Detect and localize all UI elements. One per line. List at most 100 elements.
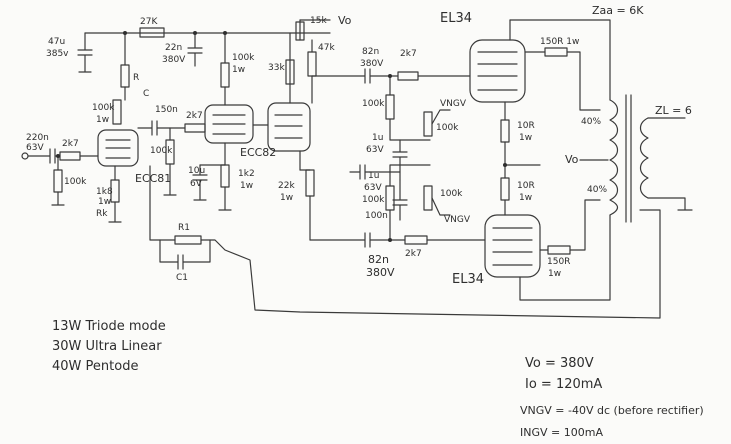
tube-ecc82-b <box>267 102 311 152</box>
label-63v: 63V <box>26 143 44 153</box>
wire-primary-bot <box>519 214 611 301</box>
label-6v: 6V <box>190 179 203 189</box>
capacitor-47u <box>77 32 93 73</box>
note-pentode: 40W Pentode <box>52 359 138 374</box>
label-tap40: 40% <box>581 117 601 127</box>
capacitor-100n <box>392 179 408 221</box>
label-rk: Rk <box>96 209 108 219</box>
label-100k-grid: 100k <box>64 177 87 187</box>
transformer-secondary <box>639 117 649 199</box>
label-1w-e: 1w <box>519 133 532 143</box>
label-1w-b: 1w <box>96 115 109 125</box>
resistor-2k7-bot <box>404 235 428 245</box>
notes: 13W Triode mode 30W Ultra Linear 40W Pen… <box>52 319 704 439</box>
resistor-15k <box>295 21 305 41</box>
capacitor-22n <box>187 32 203 67</box>
label-10r-top: 10R <box>517 121 535 131</box>
capacitor-82n-top <box>311 68 399 84</box>
wire-secondary <box>647 117 693 211</box>
tube-ecc82-a <box>204 104 254 144</box>
label-el34-bot: EL34 <box>452 272 484 287</box>
label-100k-d: 100k <box>440 189 463 199</box>
note-ultralinear: 30W Ultra Linear <box>52 339 162 354</box>
label-2k7-bot: 2k7 <box>405 249 422 259</box>
tube-el34-bot <box>484 214 541 278</box>
pot-100k-bot <box>423 185 433 211</box>
label-380v-c: 380V <box>366 266 395 279</box>
wire-bias-b <box>389 118 431 141</box>
label-R: R <box>133 73 139 83</box>
label-1k8: 1k8 <box>96 187 113 197</box>
label-220n: 220n <box>26 133 49 143</box>
label-1w-a: 1w <box>232 65 245 75</box>
label-385v: 385v <box>46 49 69 59</box>
label-1u: 1u <box>372 133 383 143</box>
capacitor-150n <box>137 120 186 136</box>
resistor-R1 <box>174 235 202 245</box>
note-vneg: VNGV = -40V dc (before rectifier) <box>520 404 704 417</box>
label-10r-bot: 10R <box>517 181 535 191</box>
junction <box>388 238 392 242</box>
label-33k: 33k <box>268 63 285 73</box>
label-150n: 150n <box>155 105 178 115</box>
junction <box>56 154 60 158</box>
label-100k-anode: 100k <box>92 103 115 113</box>
tube-el34-top <box>469 39 526 103</box>
capacitor-1u-b <box>349 164 401 180</box>
resistor-2k7-top <box>397 71 419 81</box>
label-27k-top: 27K <box>140 17 158 27</box>
resistor-27k-top <box>139 27 165 38</box>
label-22k: 22k <box>278 181 295 191</box>
input-terminal[interactable] <box>21 152 29 160</box>
label-15k: 15k <box>310 16 327 26</box>
transformer-primary <box>609 99 619 216</box>
label-2k7-input: 2k7 <box>62 139 79 149</box>
wire-bias-d <box>389 164 431 187</box>
wire-cathode-junction <box>504 141 541 166</box>
label-63v-c: 63V <box>364 183 382 193</box>
label-100k-mid: 100k <box>150 146 173 156</box>
capacitor-10u <box>192 164 208 201</box>
tube-ecc81-elements <box>105 139 131 159</box>
tube-ecc81 <box>97 129 139 167</box>
label-C: C <box>143 89 149 99</box>
capacitor-220n <box>27 148 61 164</box>
capacitor-1u-bias <box>392 139 408 181</box>
label-1k2: 1k2 <box>238 169 255 179</box>
label-2k7-top: 2k7 <box>400 49 417 59</box>
resistor-100k-anode <box>112 99 122 125</box>
label-100k-pot: 100k <box>436 123 459 133</box>
wiring <box>21 19 693 319</box>
resistor-100k-grid <box>53 169 63 193</box>
resistor-2k7-mid <box>184 123 206 133</box>
label-vo-mid: Vo <box>565 153 579 166</box>
note-io: Io = 120mA <box>525 377 602 392</box>
ground-grid <box>51 191 65 206</box>
resistor-10r-bot <box>500 177 510 201</box>
label-47k: 47k <box>318 43 335 53</box>
label-vneg-bot: VNGV <box>444 215 471 225</box>
label-1w-g: 1w <box>98 197 111 207</box>
wire-primary-top <box>509 19 611 101</box>
label-R1: R1 <box>178 223 190 233</box>
label-1w-d: 1w <box>280 193 293 203</box>
label-100k-ecc82: 100k <box>232 53 255 63</box>
label-1w-h: 1w <box>548 269 561 279</box>
junction <box>503 163 507 167</box>
resistor-47k <box>307 51 317 77</box>
label-150r-bot: 150R <box>547 257 570 267</box>
label-63v-b: 63V <box>366 145 384 155</box>
label-tap40b: 40% <box>587 185 607 195</box>
note-ineg: INGV = 100mA <box>520 426 603 439</box>
label-380v-b: 380V <box>360 59 384 69</box>
resistor-150r-top <box>544 47 568 57</box>
label-47u: 47u <box>48 37 65 47</box>
transformer-core <box>625 94 632 223</box>
label-380v-a: 380V <box>162 55 186 65</box>
resistor-150r-bot <box>547 245 571 255</box>
note-triode: 13W Triode mode <box>52 319 166 334</box>
label-82n-bot: 82n <box>368 253 389 266</box>
label-150r-top: 150R 1w <box>540 37 579 47</box>
